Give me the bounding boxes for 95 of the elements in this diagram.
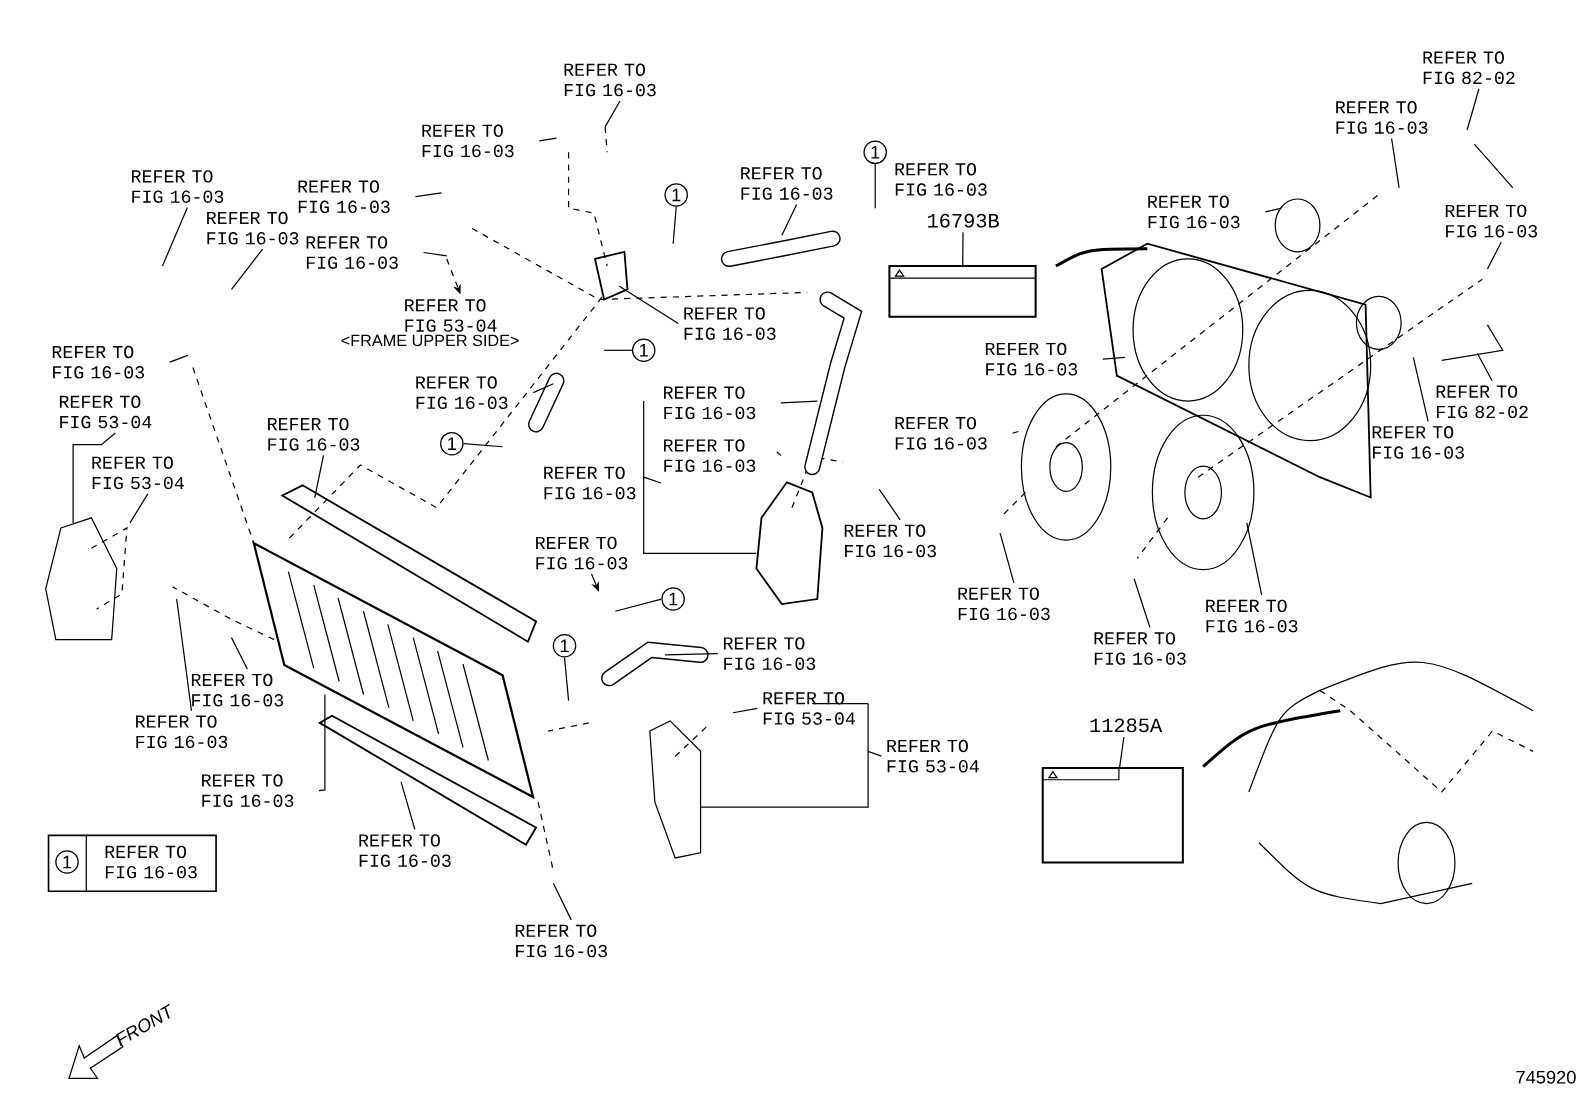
callout-label: REFER TO FIG 16-03 <box>202 774 294 808</box>
leader-line <box>1133 578 1151 629</box>
leader-line <box>614 598 662 613</box>
callout-number: 1 <box>661 587 685 612</box>
callout-label: REFER TO FIG 16-03 <box>359 834 451 868</box>
callout-label: REFER TO FIG 16-03 <box>684 307 776 341</box>
leader-line <box>1412 357 1429 423</box>
leader-line <box>563 657 570 702</box>
leader-line <box>1011 431 1019 435</box>
callout-label: REFER TO FIG 16-03 <box>422 124 514 158</box>
leader-line <box>230 248 264 291</box>
leader-line <box>1486 241 1502 270</box>
leader-line <box>1264 207 1282 213</box>
callout-label: REFER TO FIG 16-03 <box>985 343 1078 376</box>
callout-label: REFER TO FIG 16-03 <box>741 167 833 201</box>
leader-line <box>230 637 248 670</box>
reference-key-box: 1 REFER TO FIG 16-03 <box>47 834 217 893</box>
callout-label: REFER TO FIG 16-03 <box>723 637 816 671</box>
part-number: 16793B <box>928 214 999 228</box>
leader-line <box>538 137 557 142</box>
leader-line <box>161 207 189 267</box>
callout-label: REFER TO FIG 16-03 <box>298 180 390 214</box>
callout-label: REFER TO FIG 16-03 <box>1336 101 1428 135</box>
leader-line <box>422 252 448 257</box>
callout-number: 1 <box>863 140 887 165</box>
leader-line <box>169 354 189 363</box>
callout-label: REFER TO FIG 16-03 <box>664 439 756 473</box>
leader-line <box>400 781 416 831</box>
callout-label: REFER TO FIG 16-03 <box>515 924 607 958</box>
callout-label: REFER TO FIG 16-03 <box>191 674 284 707</box>
callout-label: REFER TO FIG 16-03 <box>52 346 145 379</box>
leader-line <box>618 285 679 325</box>
leader-line <box>1391 138 1400 189</box>
reference-label: REFER TO FIG 16-03 <box>895 163 987 196</box>
leader-line <box>999 532 1015 584</box>
callout-label: REFER TO FIG 82-02 <box>1423 51 1515 85</box>
callout-label: REFER TO FIG 16-03 <box>958 587 1050 621</box>
callout-number: 1 <box>552 634 577 658</box>
callout-label: REFER TO FIG 16-03 <box>895 417 987 450</box>
callout-label: REFER TO FIG 16-03 <box>306 236 398 270</box>
callout-label: REFER TO FIG 16-03 <box>416 376 508 410</box>
callout-label: REFER TO FIG 16-03 <box>1094 632 1186 666</box>
leader-line <box>318 694 326 792</box>
leader-line <box>643 476 757 555</box>
part-number: 11285A <box>1090 718 1163 733</box>
label-box <box>888 265 1037 318</box>
leader-line <box>414 192 443 198</box>
callout-label: REFER TO FIG 16-03 <box>1372 426 1464 459</box>
callout-label: REFER TO FIG 53-04 <box>887 740 979 773</box>
leader-line <box>874 163 876 209</box>
leader-line <box>604 100 621 128</box>
leader-line <box>776 451 782 457</box>
leader-line <box>732 708 759 714</box>
leader-line <box>314 454 325 499</box>
leader-line <box>1246 522 1263 596</box>
drawing-number: 745920 <box>1516 1070 1576 1084</box>
leader-line <box>1466 88 1480 131</box>
leader-line <box>664 653 719 656</box>
callout-label: REFER TO FIG 16-03 <box>136 715 228 749</box>
leader-line <box>462 443 504 448</box>
callout-label: REFER TO FIG 53-04 <box>92 456 184 490</box>
leader-line <box>129 493 149 524</box>
leader-line <box>532 383 554 394</box>
leader-line <box>603 349 633 352</box>
callout-label: REFER TO FIG 16-03 <box>207 212 299 245</box>
leader-line <box>672 206 677 245</box>
leader-line <box>72 432 116 524</box>
callout-label: REFER TO FIG 53-04 <box>59 395 152 429</box>
leader-line <box>699 750 882 808</box>
callout-label: REFER TO FIG 82-02 <box>1436 385 1528 419</box>
callout-number: 1 <box>440 432 464 456</box>
leader-line <box>780 400 818 404</box>
callout-label: REFER TO FIG 16-03 <box>268 418 360 451</box>
callout-label: REFER TO FIG 16-03 <box>132 170 224 204</box>
label-box <box>1041 767 1184 864</box>
leader-line <box>781 204 798 237</box>
leader-line <box>1102 357 1126 360</box>
callout-label: REFER TO FIG 16-03 <box>1148 195 1240 229</box>
callout-label: REFER TO FIG 16-03 <box>536 536 628 570</box>
leader-line <box>878 489 901 521</box>
leader-line <box>552 882 572 921</box>
callout-label: REFER TO FIG 16-03 <box>564 63 656 97</box>
note-text: <FRAME UPPER SIDE> <box>341 334 519 347</box>
leader-line <box>962 231 964 266</box>
leader-line <box>1476 352 1493 382</box>
leader-line <box>176 598 193 712</box>
callout-label: REFER TO FIG 16-03 <box>544 466 636 500</box>
callout-label: REFER TO FIG 16-03 <box>1206 599 1298 633</box>
leader-line <box>1119 736 1125 768</box>
callout-label: REFER TO FIG 16-03 <box>664 386 756 420</box>
callout-number: 1 <box>664 183 688 207</box>
callout-number: 1 <box>631 338 656 363</box>
callout-label: REFER TO FIG 16-03 <box>1445 204 1538 238</box>
callout-label: REFER TO FIG 53-04 <box>405 299 497 333</box>
callout-label: REFER TO FIG 16-03 <box>844 524 936 558</box>
